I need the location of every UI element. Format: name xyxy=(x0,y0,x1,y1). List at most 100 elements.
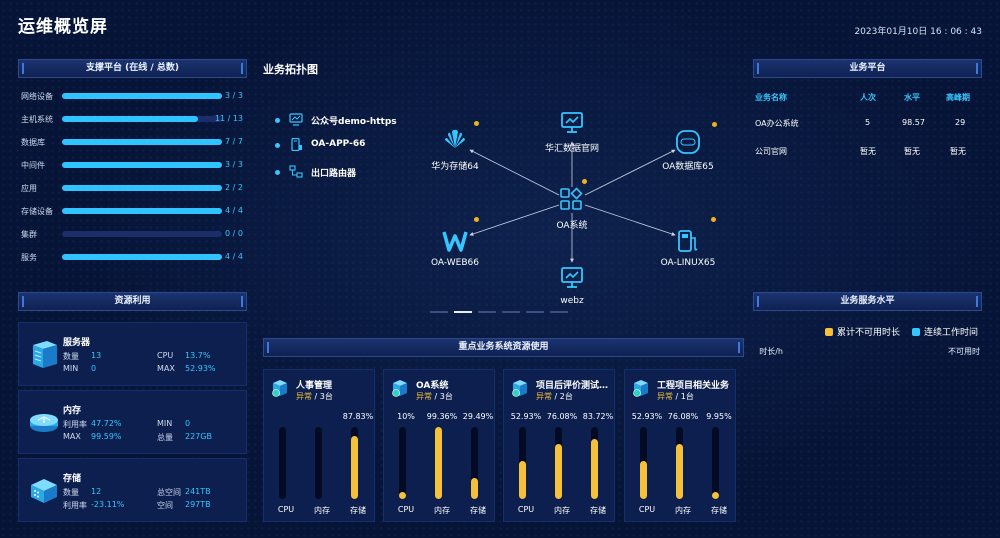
pump-device-icon[interactable] xyxy=(675,228,701,254)
monitor-chart-icon[interactable] xyxy=(559,265,585,291)
metric-label: CPU xyxy=(397,505,415,514)
router-icon xyxy=(30,414,58,432)
system-name: 项目后评价测试系统 xyxy=(536,381,612,391)
metric-percent: 52.93% xyxy=(631,412,663,421)
node-label-huawei[interactable]: 华为存储64 xyxy=(431,162,479,172)
system-name: 人事管理 xyxy=(296,381,333,391)
oracle-db-icon[interactable] xyxy=(675,129,701,155)
metric-percent: 87.83% xyxy=(342,412,374,421)
biz-row-visits: 暂无 xyxy=(860,147,876,156)
metric-bar-track xyxy=(399,427,406,499)
memory-min-label: MIN xyxy=(157,419,173,428)
server-count-value: 13 xyxy=(91,351,102,360)
node-label-oadb[interactable]: OA数据库65 xyxy=(662,162,714,172)
server-icon xyxy=(33,341,57,368)
platform-count: 2 / 2 xyxy=(225,183,243,192)
datetime-display: 2023年01月10日 16 : 06 : 43 xyxy=(854,27,982,37)
metric-bar-fill xyxy=(555,444,562,499)
metric-bar-track xyxy=(351,427,358,499)
server-globe-icon xyxy=(512,380,527,397)
metric-bar-fill xyxy=(435,427,442,499)
node-label-huahui[interactable]: 华汇数据官网 xyxy=(544,144,599,154)
platform-progress-fill xyxy=(62,139,222,145)
platform-progress-fill xyxy=(62,208,222,214)
metric-label: 内存 xyxy=(675,506,691,515)
metric-percent: 9.95% xyxy=(706,412,732,421)
status-dot xyxy=(712,122,717,127)
service-legend-item[interactable]: 连续工作时间 xyxy=(912,325,978,338)
carousel-dot[interactable] xyxy=(550,311,568,313)
node-label-web[interactable]: OA-WEB66 xyxy=(431,258,479,268)
huawei-logo-icon[interactable] xyxy=(442,126,468,152)
platform-count: 3 / 3 xyxy=(225,160,243,169)
platform-label: 应用 xyxy=(21,184,37,193)
memory-card[interactable]: 内存 利用率 47.72% MIN 0 MAX 99.59% 总量 227GB xyxy=(18,390,247,454)
metric-bar-fill xyxy=(640,460,647,499)
storage-name: 存储 xyxy=(63,474,82,484)
biz-row-level: 暂无 xyxy=(904,147,920,156)
storage-total-label: 总空间 xyxy=(157,488,181,497)
metric-bar-fill xyxy=(712,491,719,499)
server-card[interactable]: 服务器 数量 13 CPU 13.7% MIN 0 MAX 52.93% xyxy=(18,322,247,386)
biz-row-name[interactable]: 公司官网 xyxy=(755,147,787,156)
platform-label: 中间件 xyxy=(21,161,45,170)
metric-bar-track xyxy=(712,427,719,499)
system-name: 工程项目相关业务 xyxy=(657,381,730,391)
service-legend-item[interactable]: 累计不可用时长 xyxy=(825,325,900,338)
platform-label: 数据库 xyxy=(21,138,45,147)
carousel-dot[interactable] xyxy=(430,311,448,313)
status-dot xyxy=(711,217,716,222)
memory-name: 内存 xyxy=(63,406,82,416)
legend-swatch xyxy=(825,328,833,336)
status-dot xyxy=(474,121,479,126)
biz-row-name[interactable]: OA办公系统 xyxy=(755,119,799,128)
biz-row-peak: 暂无 xyxy=(950,147,966,156)
bullet-icon xyxy=(275,170,280,175)
storage-card[interactable]: 存储 数量 12 总空间 241TB 利用率 -23.11% 空间 297TB xyxy=(18,458,247,522)
platform-progress-fill xyxy=(62,116,198,122)
carousel-dot-active[interactable] xyxy=(454,311,472,313)
bullet-icon xyxy=(275,143,280,148)
memory-total-label: 总量 xyxy=(157,433,173,442)
metric-label: 存储 xyxy=(590,506,606,515)
carousel-dot[interactable] xyxy=(526,311,544,313)
page-title: 运维概览屏 xyxy=(18,17,108,37)
server-count-label: 数量 xyxy=(63,352,79,361)
system-status: 异常 / 2台 xyxy=(536,392,573,401)
server-name: 服务器 xyxy=(63,338,91,348)
platform-count: 4 / 4 xyxy=(225,206,243,215)
platform-progress-track xyxy=(62,93,222,99)
metric-bar-track xyxy=(519,427,526,499)
biz-row-visits: 5 xyxy=(865,118,871,127)
storage-space-label: 空间 xyxy=(157,501,173,510)
platform-label: 服务 xyxy=(21,253,37,262)
platform-count: 4 / 4 xyxy=(225,252,243,261)
platform-row[interactable]: 中间件 3 / 3 xyxy=(21,158,243,172)
memory-usage-value: 47.72% xyxy=(91,419,122,428)
node-label-linux[interactable]: OA-LINUX65 xyxy=(660,258,716,268)
monitor-chart-icon[interactable] xyxy=(559,110,585,136)
node-label-webz[interactable]: webz xyxy=(560,296,584,306)
platform-progress-track xyxy=(62,185,222,191)
biz-row-peak: 29 xyxy=(955,118,966,127)
server-cpu-value: 13.7% xyxy=(185,351,211,360)
platform-row[interactable]: 应用 2 / 2 xyxy=(21,181,243,195)
system-status: 异常 / 3台 xyxy=(416,392,453,401)
letter-w-icon[interactable] xyxy=(442,228,468,254)
node-label-center[interactable]: OA系统 xyxy=(556,221,588,231)
platform-row[interactable]: 服务 4 / 4 xyxy=(21,250,243,264)
carousel-dot[interactable] xyxy=(478,311,496,313)
app-grid-icon[interactable] xyxy=(559,187,585,213)
platform-label: 主机系统 xyxy=(21,115,53,124)
carousel-dot[interactable] xyxy=(502,311,520,313)
storage-icon xyxy=(31,479,57,503)
